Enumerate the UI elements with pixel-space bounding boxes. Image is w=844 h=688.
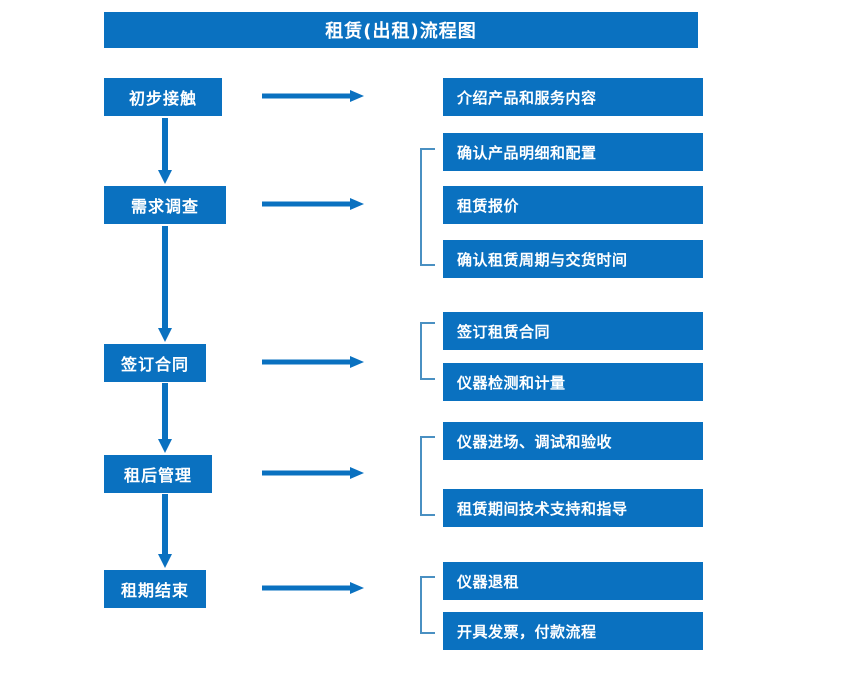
bracket-group-management xyxy=(418,436,436,516)
arrow-stage2-to-tasks xyxy=(262,196,364,210)
task-box-10[interactable]: 开具发票，付款流程 xyxy=(443,612,703,650)
arrow-stage4-to-stage5 xyxy=(155,494,175,568)
page-title: 租赁(出租)流程图 xyxy=(104,12,698,48)
arrow-stage1-to-tasks xyxy=(262,88,364,102)
task-box-2[interactable]: 确认产品明细和配置 xyxy=(443,133,703,171)
stage-box-5[interactable]: 租期结束 xyxy=(104,570,206,608)
bracket-group-contract xyxy=(418,322,436,380)
arrow-stage5-to-tasks xyxy=(262,580,364,594)
task-box-4[interactable]: 确认租赁周期与交货时间 xyxy=(443,240,703,278)
bracket-group-requirement xyxy=(418,148,436,266)
task-box-9[interactable]: 仪器退租 xyxy=(443,562,703,600)
stage-box-2[interactable]: 需求调查 xyxy=(104,186,226,224)
task-box-1[interactable]: 介绍产品和服务内容 xyxy=(443,78,703,116)
stage-box-4[interactable]: 租后管理 xyxy=(104,455,212,493)
arrow-stage4-to-tasks xyxy=(262,465,364,479)
task-box-8[interactable]: 租赁期间技术支持和指导 xyxy=(443,489,703,527)
task-box-7[interactable]: 仪器进场、调试和验收 xyxy=(443,422,703,460)
bracket-group-return xyxy=(418,576,436,634)
arrow-stage3-to-stage4 xyxy=(155,383,175,453)
task-box-5[interactable]: 签订租赁合同 xyxy=(443,312,703,350)
arrow-stage1-to-stage2 xyxy=(155,118,175,184)
arrow-stage3-to-tasks xyxy=(262,354,364,368)
stage-box-1[interactable]: 初步接触 xyxy=(104,78,222,116)
arrow-stage2-to-stage3 xyxy=(155,226,175,342)
stage-box-3[interactable]: 签订合同 xyxy=(104,344,206,382)
task-box-6[interactable]: 仪器检测和计量 xyxy=(443,363,703,401)
task-box-3[interactable]: 租赁报价 xyxy=(443,186,703,224)
